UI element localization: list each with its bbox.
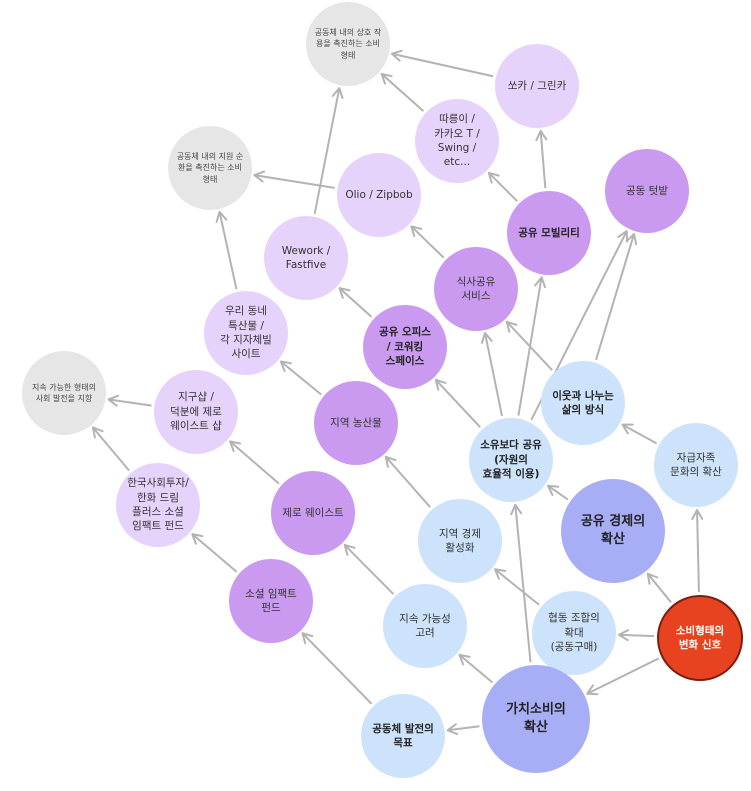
edge-hanhwa-to-g3: [91, 426, 130, 472]
edge-selfsuff-to-neighbor: [621, 423, 658, 445]
node-label: 우리 동네 특산물 / 각 지자체빌 사이트: [220, 305, 272, 361]
edge-valuecons-to-ownership: [510, 503, 532, 663]
node-sharing-over-ownership[interactable]: 소유보다 공유 (자원의 효율적 이용): [469, 418, 553, 502]
node-consumption-change-signal[interactable]: 소비형태의 변화 신호: [657, 595, 743, 681]
edge-ownership-to-mobility: [517, 276, 547, 416]
edge-signal-to-sharingecon: [646, 572, 672, 603]
node-label: 소셜 임팩트 펀드: [245, 587, 297, 614]
node-shared-mobility[interactable]: 공유 모빌리티: [507, 191, 591, 275]
node-label: 지속 가능한 형태의 사회 발전을 지향: [32, 382, 96, 403]
node-label: 공유 경제의 확산: [580, 514, 646, 547]
edge-neighbor-to-garden: [595, 233, 638, 361]
edge-foodshare-to-olio: [410, 225, 445, 259]
edge-ownership-to-office: [434, 378, 481, 428]
edge-localfarm-to-specialty: [279, 360, 322, 396]
node-label: 소유보다 공유 (자원의 효율적 이용): [480, 439, 542, 481]
node-local-produce[interactable]: 지역 농산물: [314, 381, 398, 465]
edge-jigusap-to-g3: [107, 394, 152, 407]
node-label: 지구샵 / 덕분에 제로 웨이스트 샵: [170, 391, 222, 433]
node-community-garden[interactable]: 공동 텃밭: [605, 149, 689, 233]
node-cooperative-expansion[interactable]: 협동 조합의 확대 (공동구매): [532, 591, 616, 675]
node-jigusap[interactable]: 지구샵 / 덕분에 제로 웨이스트 샵: [154, 370, 238, 454]
edge-zerowaste-to-jigusap: [229, 440, 280, 485]
node-sustainable-development[interactable]: 지속 가능한 형태의 사회 발전을 지향: [22, 351, 106, 435]
edge-socar-to-g1: [390, 49, 494, 78]
node-local-economy[interactable]: 지역 경제 활성화: [418, 499, 502, 583]
node-label: 가치소비의 확산: [506, 702, 566, 735]
node-social-impact-fund[interactable]: 소셜 임팩트 펀드: [229, 559, 313, 643]
node-label: 공유 모빌리티: [518, 226, 580, 239]
node-label: 공동체 내의 상호 작 용을 촉진하는 소비 형태: [314, 28, 382, 60]
node-sharing-economy[interactable]: 공유 경제의 확산: [561, 479, 665, 583]
node-label: Olio / Zipbob: [345, 188, 413, 201]
edge-coop-to-localecon: [494, 568, 540, 606]
node-hanhwa-fund[interactable]: 한국사회투자/ 한화 드림 플러스 소셜 임팩트 펀드: [116, 463, 200, 547]
node-sharing-with-neighbors[interactable]: 이웃과 나누는 삶의 방식: [541, 361, 625, 445]
edge-ttareungi-to-g1: [380, 72, 425, 112]
edge-community-to-impact: [301, 632, 373, 705]
edge-sharingecon-to-ownership: [546, 484, 569, 501]
node-sustainability[interactable]: 지속 가능성 고려: [383, 584, 467, 668]
node-label: Wework / Fastfive: [281, 244, 331, 271]
edge-ownership-to-foodshare: [480, 332, 503, 417]
edge-valuecons-to-sustain: [458, 653, 493, 684]
node-self-sufficiency[interactable]: 자급자족 문화의 확산: [654, 423, 738, 507]
edge-valuecons-to-community: [446, 723, 480, 736]
node-label: 소비형태의 변화 신호: [675, 624, 725, 651]
node-value-consumption[interactable]: 가치소비의 확산: [482, 665, 590, 773]
node-label: 공동체 발전의 목표: [372, 722, 434, 749]
node-label: 자급자족 문화의 확산: [670, 451, 722, 478]
edge-olio-to-g2: [253, 170, 335, 189]
node-label: 공유 오피스 / 코워킹 스페이스: [379, 326, 431, 368]
edge-office-to-wework: [338, 287, 373, 318]
node-label: 공동체 내의 지원 순 환을 촉진하는 소비 형태: [176, 152, 244, 184]
node-label: 지역 경제 활성화: [439, 527, 481, 554]
node-local-specialty[interactable]: 우리 동네 특산물 / 각 지자체빌 사이트: [204, 291, 288, 375]
node-socar[interactable]: 쏘카 / 그린카: [495, 44, 579, 128]
node-label: 제로 웨이스트: [282, 506, 344, 519]
node-label: 식사공유 서비스: [456, 275, 496, 302]
edge-specialty-to-g2: [215, 210, 238, 290]
node-community-interaction[interactable]: 공동체 내의 상호 작 용을 촉진하는 소비 형태: [306, 2, 390, 86]
node-label: 지속 가능성 고려: [399, 612, 451, 639]
node-label: 이웃과 나누는 삶의 방식: [552, 389, 614, 416]
edge-signal-to-coop: [617, 629, 655, 642]
node-shared-office[interactable]: 공유 오피스 / 코워킹 스페이스: [363, 305, 447, 389]
node-label: 협동 조합의 확대 (공동구매): [548, 612, 600, 654]
node-wework[interactable]: Wework / Fastfive: [264, 216, 348, 300]
edge-mobility-to-socar: [535, 129, 548, 189]
node-label: 공동 텃밭: [626, 184, 668, 197]
edge-signal-to-selfsuff: [691, 508, 704, 593]
node-community-support[interactable]: 공동체 내의 지원 순 환을 촉진하는 소비 형태: [168, 126, 252, 210]
node-olio[interactable]: Olio / Zipbob: [337, 153, 421, 237]
node-label: 쏘카 / 그린카: [507, 79, 567, 92]
node-meal-sharing[interactable]: 식사공유 서비스: [434, 247, 518, 331]
edge-signal-to-valuecons: [586, 657, 660, 696]
edge-sustain-to-zerowaste: [343, 543, 395, 595]
connector-lines: [91, 49, 704, 736]
node-label: 한국사회투자/ 한화 드림 플러스 소셜 임팩트 펀드: [127, 477, 189, 533]
edge-mobility-to-ttareungi: [487, 171, 518, 202]
node-zero-waste[interactable]: 제로 웨이스트: [271, 471, 355, 555]
node-label: 지역 농산물: [330, 416, 382, 429]
edge-localecon-to-localfarm: [384, 455, 431, 508]
node-ttareungi[interactable]: 따릉이 / 카카오 T / Swing / etc...: [415, 99, 499, 183]
edge-impact-to-hanhwa: [191, 533, 238, 573]
node-community-goal[interactable]: 공동체 발전의 목표: [361, 694, 445, 778]
edge-wework-to-g1: [313, 87, 344, 215]
node-label: 따릉이 / 카카오 T / Swing / etc...: [434, 113, 480, 169]
